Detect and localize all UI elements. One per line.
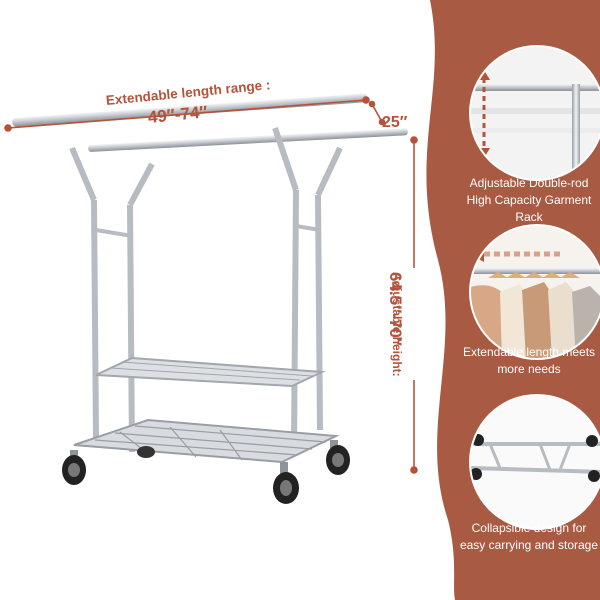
height-dimension-line xyxy=(410,136,418,474)
adjustable-height-rod-image xyxy=(469,45,600,181)
height-range-value: 64.5″-70″ xyxy=(386,272,405,346)
garment-rack-image xyxy=(12,93,408,504)
depth-value: 25″ xyxy=(382,114,408,131)
length-dimension-line xyxy=(4,96,370,132)
extendable-rod-with-clothes-image xyxy=(469,224,600,360)
feature-caption-adjustable: Adjustable Double-rod High Capacity Garm… xyxy=(466,176,592,224)
feature-caption-collapsible: Collapsible design for easy carrying and… xyxy=(459,521,599,552)
depth-dimension-line xyxy=(368,100,386,126)
collapsed-rack-image xyxy=(469,394,600,530)
feature-caption-extendable: Extendable length meets more needs xyxy=(462,345,596,376)
